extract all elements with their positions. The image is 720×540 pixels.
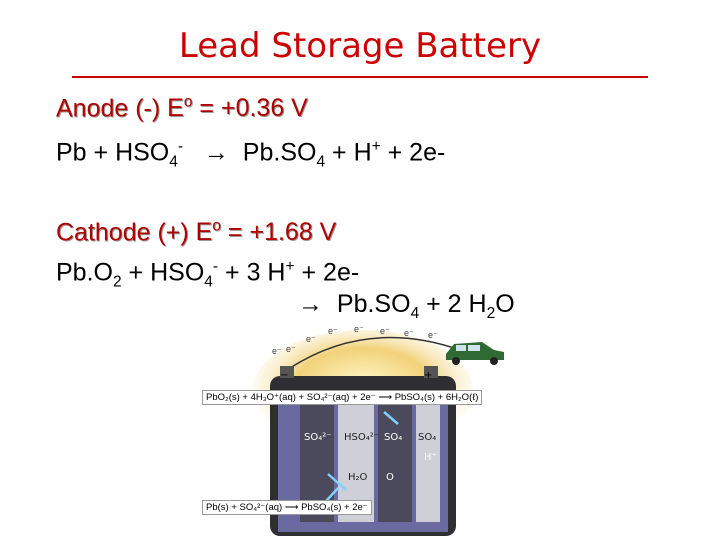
ion-label: O xyxy=(386,472,394,483)
title-underline xyxy=(72,76,648,78)
anode-reaction-label: Pb(s) + SO₄²⁻(aq) ⟶ PbSO₄(s) + 2e⁻ xyxy=(202,500,372,515)
electron-label: e⁻ xyxy=(428,330,438,340)
ion-label: H⁺ xyxy=(424,452,437,463)
page-title: Lead Storage Battery xyxy=(178,26,542,66)
positive-terminal xyxy=(424,366,438,378)
ion-label: SO₄ xyxy=(418,432,437,443)
anode-heading-line: Anode (-) Eo = +0.36 V xyxy=(56,94,308,123)
electron-label: e⁻ xyxy=(328,326,338,336)
ion-label: H₂O xyxy=(348,472,368,483)
terminal-plus-label: + xyxy=(424,370,433,381)
ion-label: SO₄²⁻ xyxy=(304,432,332,443)
terminal-minus-label: − xyxy=(280,370,289,381)
electron-label: e⁻ xyxy=(404,328,414,338)
anode-equation: Pb + HSO4- → Pb.SO4 + H+ + 2e- xyxy=(56,138,446,171)
cathode-heading-line: Cathode (+) Eo = +1.68 V xyxy=(56,218,336,247)
negative-terminal xyxy=(280,366,294,378)
cathode-reaction-label: PbO₂(s) + 4H₃O⁺(aq) + SO₄²⁻(aq) + 2e⁻ ⟶ … xyxy=(202,390,483,405)
cathode-equation-line-2: → Pb.SO4 + 2 H2O xyxy=(298,290,515,322)
electron-label: e⁻ xyxy=(306,334,316,344)
reaction-arrow-icon: → xyxy=(203,138,229,167)
cathode-potential: Eo = +1.68 V xyxy=(195,218,337,247)
ion-label: HSO₄²⁻ xyxy=(344,432,380,443)
battery-diagram: e⁻ e⁻ e⁻ e⁻ e⁻ e⁻ e⁻ e⁻ − + PbO₂(s) + 4H… xyxy=(198,320,528,538)
cathode-equation-line-1: Pb.O2 + HSO4- + 3 H+ + 2e- xyxy=(56,258,360,291)
electron-label: e⁻ xyxy=(286,344,296,354)
ion-arrow xyxy=(327,473,347,491)
reaction-arrow-icon: → xyxy=(298,290,323,318)
electron-label: e⁻ xyxy=(354,324,364,334)
car-icon xyxy=(446,342,504,365)
ion-arrow xyxy=(383,411,399,425)
external-wire xyxy=(289,336,461,369)
electron-label: e⁻ xyxy=(272,346,282,356)
ion-label: SO₄ xyxy=(384,432,403,443)
cathode-heading: Cathode (+) xyxy=(56,218,189,247)
anode-potential: Eo = +0.36 V xyxy=(167,94,308,123)
electrode-edge xyxy=(416,402,440,522)
anode-heading: Anode (-) xyxy=(56,94,161,123)
electron-label: e⁻ xyxy=(380,326,390,336)
